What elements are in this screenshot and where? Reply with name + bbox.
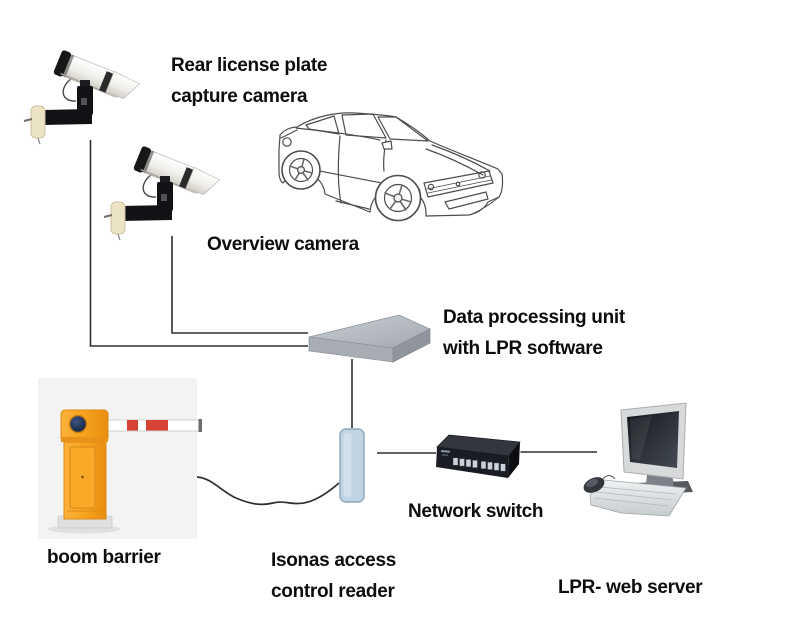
label-network-switch: Network switch bbox=[408, 496, 543, 527]
connector-rear-camera-to-dpu bbox=[89, 140, 308, 347]
barrier-keyhole bbox=[81, 475, 84, 479]
camera-mount-arm bbox=[43, 109, 92, 125]
network-switch bbox=[436, 434, 521, 478]
car-rear-wheel bbox=[281, 150, 321, 190]
mouse-highlight bbox=[585, 478, 599, 488]
reader-highlight bbox=[343, 433, 352, 497]
label-line: boom barrier bbox=[47, 547, 161, 568]
label-rear-plate-camera: Rear license plate capture camera bbox=[171, 50, 327, 112]
boom-barrier bbox=[38, 378, 202, 539]
car-hood-stripe-1 bbox=[431, 144, 491, 172]
keyboard-key-rows bbox=[593, 486, 677, 507]
web-server bbox=[583, 402, 693, 517]
label-web-server: LPR- web server bbox=[558, 572, 703, 603]
car-headlight-left bbox=[427, 183, 435, 191]
barrier-head-flange bbox=[61, 437, 108, 442]
boom-arm-tip bbox=[198, 419, 202, 432]
label-overview-camera: Overview camera bbox=[207, 229, 359, 260]
keyboard bbox=[589, 479, 687, 517]
car-grille bbox=[423, 170, 494, 198]
mouse-cable bbox=[602, 475, 616, 480]
car-beltline bbox=[295, 127, 381, 141]
label-data-processing-unit: Data processing unit with LPR software bbox=[443, 302, 625, 364]
camera-wall-bolt bbox=[23, 118, 33, 122]
connector-lines bbox=[89, 140, 597, 506]
car-door-window bbox=[341, 113, 387, 139]
rear-plate-camera bbox=[23, 50, 140, 145]
car-front-wheel bbox=[374, 174, 422, 222]
car-spoiler-line bbox=[280, 129, 298, 139]
label-line: Isonas access bbox=[271, 550, 396, 571]
switch-model-mark bbox=[442, 454, 448, 456]
car-intake bbox=[444, 191, 489, 210]
camera-wall-pin bbox=[37, 137, 41, 145]
camera-body bbox=[53, 50, 140, 99]
switch-side-face bbox=[508, 442, 520, 478]
cable-barrier-to-reader bbox=[196, 476, 340, 506]
label-line: with LPR software bbox=[443, 338, 603, 359]
car-door-seam bbox=[337, 135, 342, 204]
car-headlight-right bbox=[478, 171, 486, 179]
car-windshield bbox=[377, 116, 429, 142]
screen-reflection bbox=[630, 416, 652, 460]
barrier-light bbox=[68, 414, 88, 434]
label-boom-barrier: boom barrier bbox=[47, 542, 161, 573]
car-rocker-line bbox=[335, 200, 370, 210]
car-sketch bbox=[278, 112, 504, 222]
connector-overview-camera-to-dpu bbox=[171, 236, 308, 334]
data-processing-unit bbox=[308, 314, 431, 363]
car-bumper-crease bbox=[469, 196, 500, 216]
switch-ports bbox=[452, 457, 506, 472]
switch-brand-mark bbox=[440, 450, 450, 453]
overview-camera bbox=[103, 144, 222, 241]
camera-wall-plate bbox=[30, 105, 46, 139]
label-line: capture camera bbox=[171, 86, 308, 107]
dpu-side-face bbox=[392, 328, 431, 363]
car-badge bbox=[455, 181, 461, 187]
camera-mount-label bbox=[81, 98, 87, 105]
label-line: Overview camera bbox=[207, 234, 359, 255]
monitor-screen bbox=[627, 411, 679, 468]
label-line: Rear license plate bbox=[171, 55, 328, 76]
car-gas-cap bbox=[282, 137, 292, 147]
label-line: Data processing unit bbox=[443, 307, 625, 328]
car-quarter-window bbox=[305, 115, 340, 135]
barrier-photo-background bbox=[38, 378, 197, 539]
access-reader bbox=[339, 428, 365, 503]
boom-arm bbox=[103, 419, 202, 432]
boom-arm-red-stripe-1 bbox=[127, 420, 138, 431]
label-line: Network switch bbox=[408, 501, 544, 522]
label-access-reader: Isonas access control reader bbox=[271, 545, 396, 607]
car-mirror bbox=[381, 140, 393, 150]
camera-pivot bbox=[80, 80, 90, 88]
label-line: LPR- web server bbox=[558, 577, 703, 598]
boom-arm-red-stripe-2 bbox=[146, 420, 168, 431]
camera-cable bbox=[62, 78, 77, 102]
label-line: control reader bbox=[271, 581, 395, 602]
